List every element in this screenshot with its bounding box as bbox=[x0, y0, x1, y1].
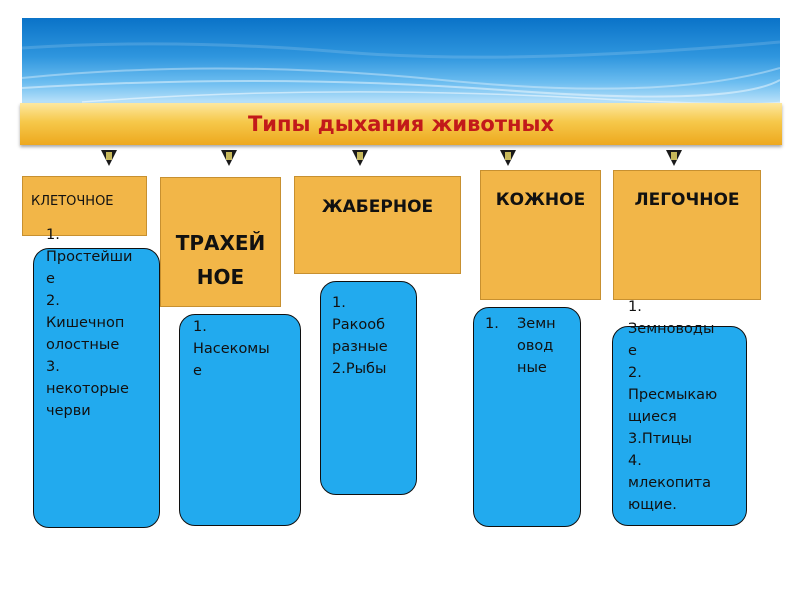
category-label: ЛЕГОЧНОЕ bbox=[614, 190, 760, 210]
category-label: КЛЕТОЧНОЕ bbox=[31, 194, 146, 209]
category-label: ЖАБЕРНОЕ bbox=[295, 197, 460, 217]
header-banner bbox=[22, 18, 780, 104]
arrow-down-icon bbox=[101, 150, 117, 166]
category-pulmonary: ЛЕГОЧНОЕ bbox=[613, 170, 761, 300]
list-items-cellular: 1. Простейши е 2. Кишечноп олостные 3. н… bbox=[46, 224, 156, 422]
list-items-gill: 1. Ракооб разные 2.Рыбы bbox=[332, 292, 412, 380]
list-items-pulmonary: 1. Земноводы е 2. Пресмыкаю щиеся 3.Птиц… bbox=[628, 296, 748, 516]
arrow-down-icon bbox=[500, 150, 516, 166]
arrow-down-icon bbox=[221, 150, 237, 166]
list-items-tracheal: 1. Насекомы е bbox=[193, 316, 298, 382]
category-gill: ЖАБЕРНОЕ bbox=[294, 176, 461, 274]
category-label: ТРАХЕЙ НОЕ bbox=[161, 226, 280, 294]
category-skin: КОЖНОЕ bbox=[480, 170, 601, 300]
page-title: Типы дыхания животных bbox=[248, 112, 554, 136]
title-bar: Типы дыхания животных bbox=[20, 103, 782, 145]
arrow-down-icon bbox=[666, 150, 682, 166]
list-items-skin: Земн овод ные bbox=[517, 313, 577, 379]
arrow-down-icon bbox=[352, 150, 368, 166]
category-tracheal: ТРАХЕЙ НОЕ bbox=[160, 177, 281, 307]
category-label: КОЖНОЕ bbox=[481, 190, 600, 210]
wave-decoration bbox=[22, 18, 780, 104]
list-marker-skin: 1. bbox=[485, 313, 505, 335]
